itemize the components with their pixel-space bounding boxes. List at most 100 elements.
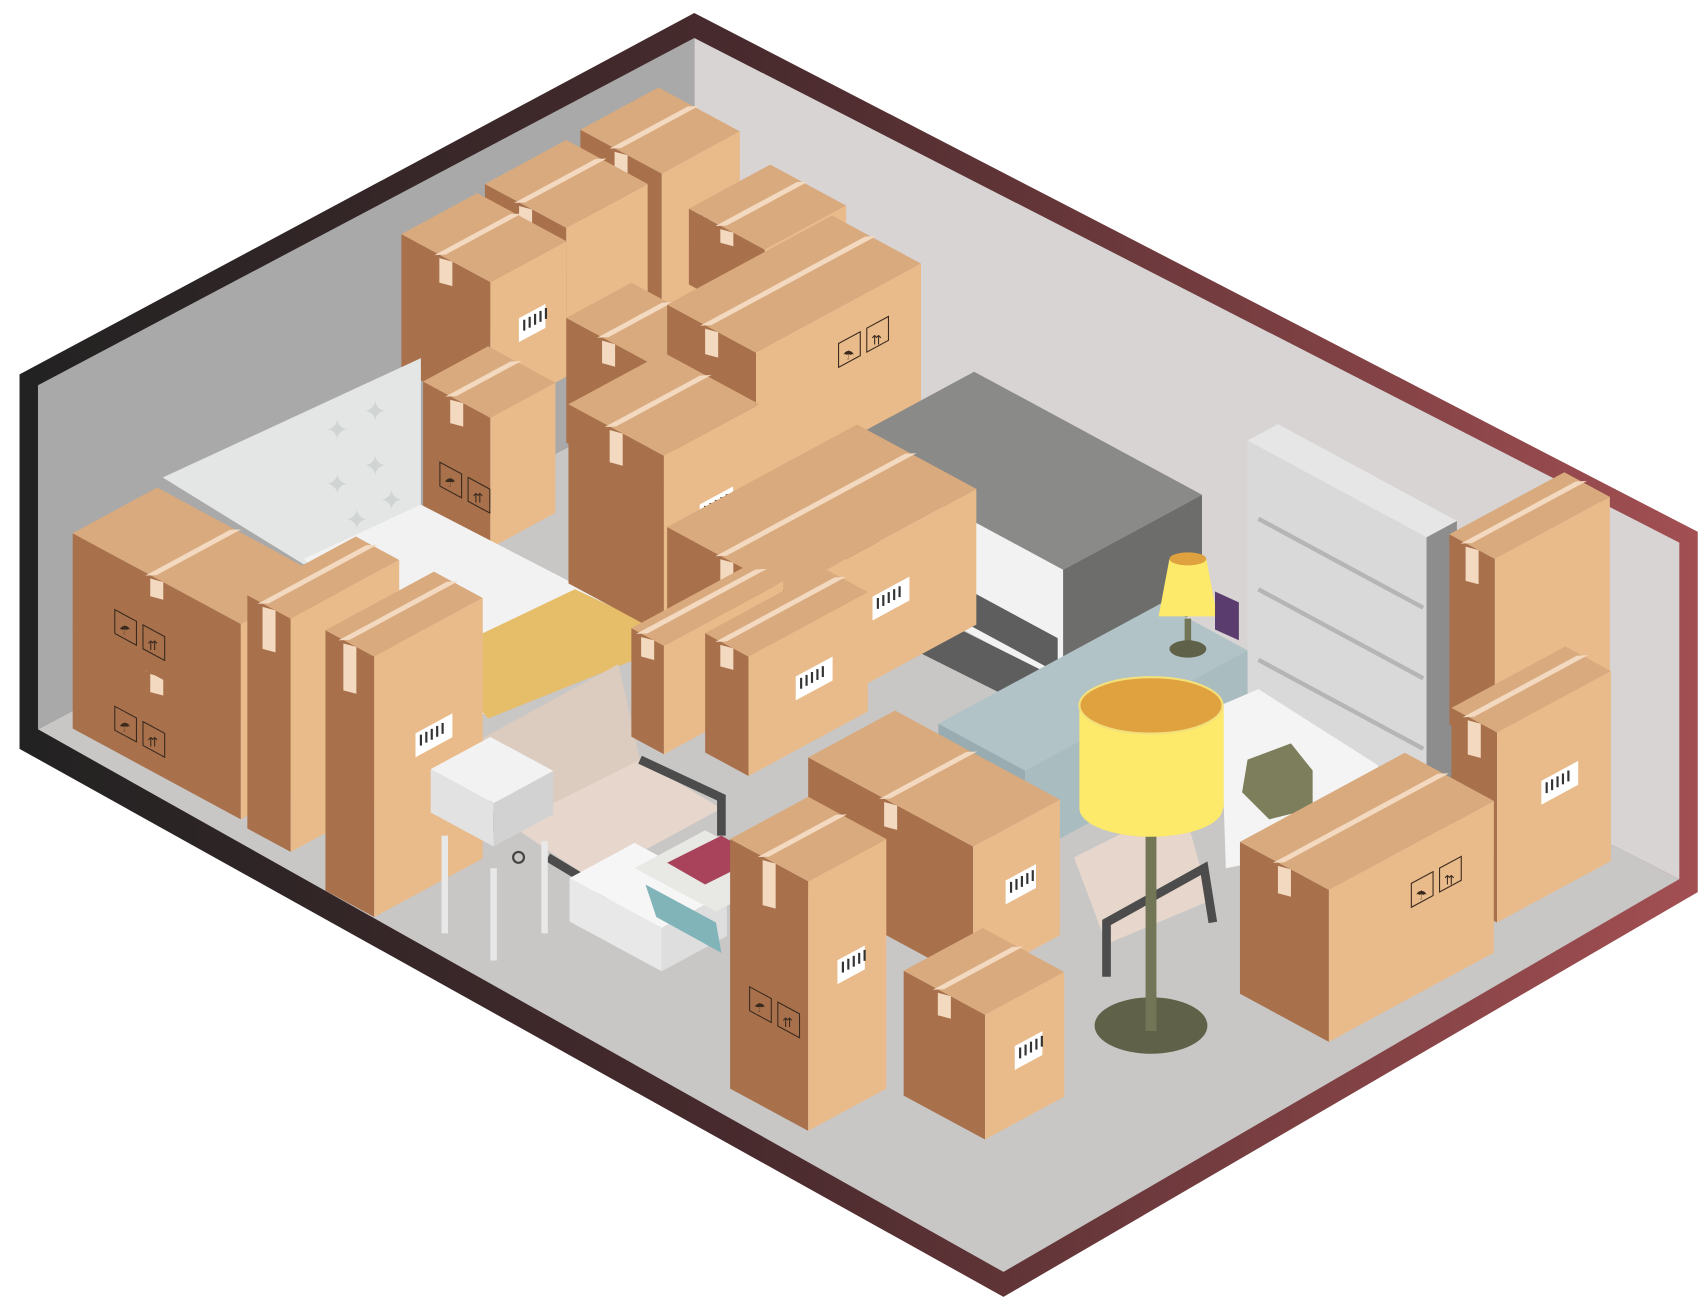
- tufted-button-icon: ✦: [345, 504, 369, 537]
- dresser-top-face: [835, 371, 1202, 570]
- cardboard-box-back-top-tape: [609, 105, 699, 149]
- table-lamp-base: [1169, 640, 1207, 658]
- cardboard-box-tall-front-this-side-up-icon: ⇈: [782, 1016, 793, 1031]
- tufted-button-icon: ✦: [380, 484, 404, 517]
- cardboard-box-left-upper-left-face: [72, 533, 241, 722]
- cardboard-box-left-lower-umbrella-icon: ☂: [119, 720, 131, 735]
- cardboard-box-tall-front-handling-symbol-icon: [749, 985, 772, 1024]
- coffee-table-glass: [645, 884, 722, 953]
- cardboard-box-stacked-low-umbrella-icon: ☂: [444, 476, 456, 491]
- cardboard-box-tall-left-tape-flap: [262, 606, 276, 653]
- cardboard-box-middle-large-top-face: [667, 424, 977, 592]
- cardboard-box-large-back-umbrella-icon: ☂: [843, 349, 855, 364]
- cardboard-box-right-front-tape-flap: [1277, 865, 1291, 897]
- cardboard-box-left-lower-handling-symbol-icon: [114, 705, 138, 743]
- floor-lamp: [1078, 676, 1224, 1054]
- cardboard-box-back-small-tape: [715, 181, 808, 227]
- cardboard-box-right-bottom-top-face: [1451, 646, 1611, 733]
- cardboard-box-right-front-this-side-up-icon: ⇈: [1444, 873, 1455, 888]
- bookshelf-shelf: [1257, 587, 1425, 681]
- cardboard-box-left-upper-this-side-up-icon: ⇈: [147, 639, 158, 654]
- cardboard-box-small-front-tape-flap: [937, 992, 951, 1019]
- cardboard-box-large-back-tape: [700, 236, 877, 326]
- cardboard-box-small-front-top-face: [903, 928, 1065, 1015]
- cardboard-box-tall-front-tape: [757, 814, 848, 858]
- cardboard-box-front-center-top-face: [808, 710, 1060, 847]
- cardboard-box-back-small-tape-flap: [720, 229, 734, 247]
- tufted-button-icon: ✦: [325, 468, 349, 501]
- cardboard-box-left-upper-handling-symbol-icon: [114, 608, 138, 647]
- cardboard-box-tall-mid: [325, 571, 483, 918]
- table-lamp-shade-top: [1169, 552, 1207, 566]
- side-table-top-top-face: [430, 736, 554, 804]
- cardboard-box-top-left-top-face: [401, 193, 567, 283]
- armchair-arm: [638, 755, 726, 836]
- cardboard-box-right-front-left-face: [1239, 841, 1329, 1042]
- cardboard-box-right-top-tape: [1460, 480, 1587, 544]
- side-table-top-left-face: [430, 769, 494, 847]
- cardboard-box-right-front-handling-symbol-icon: [1439, 855, 1462, 893]
- cardboard-box-middle-front-left-face: [705, 633, 749, 776]
- cardboard-box-stacked-low-handling-symbol-icon: [467, 476, 491, 514]
- cardboard-box-tall-front-top-face: [730, 796, 887, 882]
- cardboard-box-tall-left-left-face: [247, 595, 291, 852]
- cardboard-box-tall-left-top-face: [247, 536, 400, 619]
- cardboard-box-right-front-handling-symbol-icon: [1410, 870, 1434, 909]
- cardboard-box-stacked-low-this-side-up-icon: ⇈: [472, 491, 483, 506]
- cardboard-box-front-center-tape: [879, 751, 978, 799]
- tufted-button-icon: ✦: [363, 449, 387, 482]
- cardboard-box-left-upper-handling-symbol-icon: [142, 623, 166, 662]
- cardboard-box-tall-front-left-face: [730, 839, 809, 1131]
- cardboard-box-right-front: ☂⇈: [1239, 752, 1494, 1042]
- cardboard-box-left-upper-tape: [145, 529, 242, 576]
- cardboard-box-left-lower-left-face: [72, 628, 241, 820]
- side-table-top: [430, 736, 554, 847]
- cardboard-box-large-back-tape-flap: [705, 328, 719, 358]
- cardboard-box-small-middle-tape-flap: [641, 636, 655, 660]
- cardboard-box-middle-front-top-face: [705, 568, 868, 657]
- cardboard-box-small-middle-left-face: [631, 628, 664, 755]
- cardboard-box-right-bottom-tape-flap: [1467, 720, 1481, 758]
- cardboard-box-center-tape: [604, 374, 712, 428]
- armchair-seat: [509, 759, 722, 880]
- cardboard-box-center-top-face: [568, 352, 760, 456]
- cardboard-box-back-top-top-face: [580, 87, 740, 174]
- cardboard-box-left-upper-tape-flap: [150, 578, 164, 600]
- cardboard-box-right-front-umbrella-icon: ☂: [1416, 889, 1428, 904]
- cardboard-box-tall-mid-tape-flap: [343, 643, 357, 694]
- cardboard-box-stacked-low-handling-symbol-icon: [439, 461, 463, 499]
- cardboard-box-tall-front-right-face: [808, 839, 887, 1131]
- white-bench-left-face: [569, 878, 662, 972]
- cardboard-box-top-left-tape: [434, 213, 522, 256]
- cardboard-box-left-lower-handling-symbol-icon: [142, 720, 166, 759]
- bookshelf-shelf: [1257, 516, 1425, 610]
- tufted-button-icon: ✦: [325, 414, 349, 447]
- cardboard-box-middle-front: [705, 568, 868, 776]
- cardboard-box-back-mid-tape: [514, 158, 607, 203]
- drawer-knob-icon: [512, 850, 526, 864]
- cardboard-box-large-back-handling-symbol-icon: [838, 330, 861, 369]
- cardboard-box-right-front-top-face: [1239, 752, 1494, 890]
- cardboard-box-stacked-low-tape: [445, 360, 522, 397]
- floor-lamp-shade-top: [1078, 676, 1224, 735]
- cardboard-box-mid-stack-tape-flap: [602, 340, 616, 367]
- cardboard-box-tall-mid-right-face: [374, 597, 483, 918]
- side-table-top-right-face: [493, 770, 554, 847]
- cardboard-box-stacked-low-left-face: [423, 381, 491, 549]
- cardboard-box-center-left-face: [568, 404, 664, 635]
- tufted-button-icon: ✦: [363, 395, 387, 428]
- cardboard-box-stacked-low-top-face: [423, 346, 556, 418]
- cardboard-box-small-front: [903, 928, 1065, 1140]
- cardboard-box-small-front-left-face: [903, 970, 986, 1140]
- cardboard-box-tall-front-handling-symbol-icon: [777, 1001, 801, 1039]
- cardboard-box-back-small-top-face: [688, 164, 847, 250]
- cardboard-box-stacked-low-right-face: [490, 382, 556, 549]
- cardboard-box-small-middle-top-face: [631, 563, 784, 646]
- cardboard-box-large-back-this-side-up-icon: ⇈: [871, 333, 882, 348]
- cardboard-box-right-top-top-face: [1449, 472, 1610, 559]
- table-lamp-shade: [1158, 558, 1218, 617]
- cardboard-box-back-mid-top-face: [484, 139, 648, 228]
- media-table-top-face: [938, 603, 1248, 771]
- cardboard-box-right-front-tape: [1272, 773, 1450, 863]
